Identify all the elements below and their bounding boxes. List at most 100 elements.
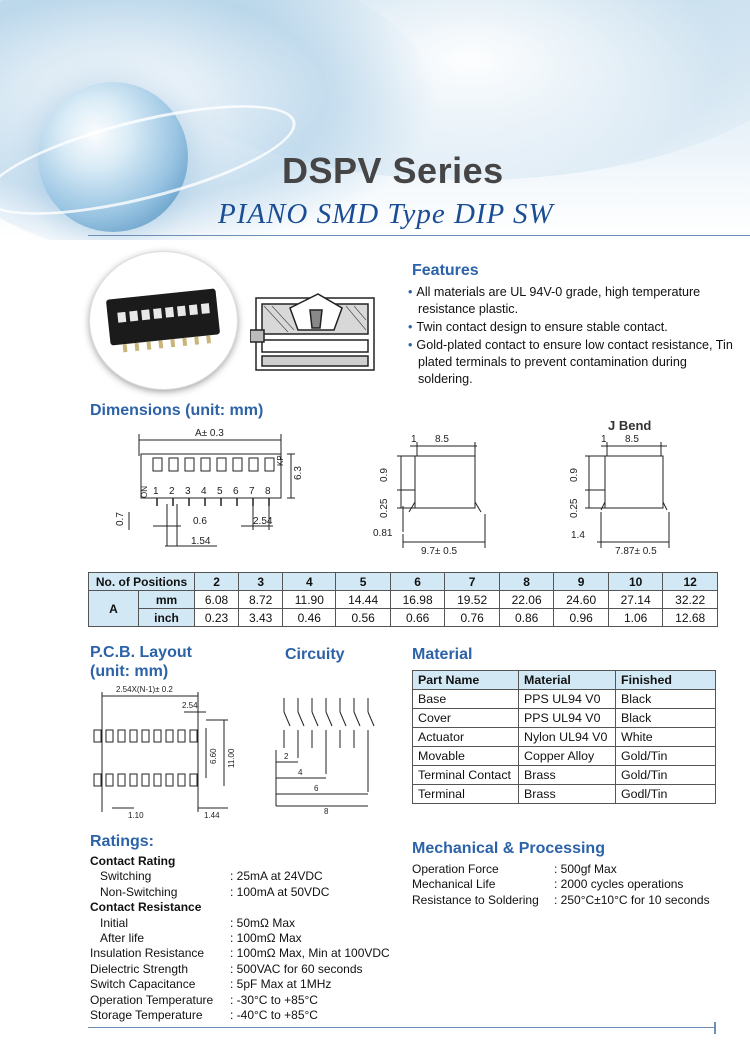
mechanical-list: Operation Force: 500gf Max Mechanical Li… — [412, 862, 732, 908]
rating-value: : 500VAC for 60 seconds — [230, 961, 363, 976]
pin-number: 5 — [217, 486, 223, 497]
jbend-one-label: 1 — [601, 434, 607, 445]
table-cell: 14.44 — [335, 590, 391, 609]
table-cell: 0.66 — [389, 608, 446, 627]
part-material: Brass — [518, 765, 616, 785]
rating-row: Non-Switching: 100mA at 50VDC — [90, 885, 400, 900]
rating-key: After life — [100, 930, 145, 945]
rating-key: Insulation Resistance — [90, 946, 205, 961]
table-row: Actuator Nylon UL94 V0 White — [412, 727, 716, 747]
part-finish: Gold/Tin — [615, 746, 716, 766]
rating-row: Dielectric Strength : 500VAC for 60 secon… — [90, 962, 400, 977]
pcb-heading-line1: P.C.B. Layout — [90, 644, 192, 661]
material-col-header: Part Name — [412, 670, 519, 690]
footer-tick — [714, 1022, 716, 1034]
pcb-b1-label: 1.10 — [128, 811, 144, 820]
header-banner — [0, 0, 750, 240]
feature-item: Gold-plated contact to ensure low contac… — [408, 337, 738, 388]
rating-value: : -40°C to +85°C — [230, 1007, 318, 1022]
rating-key: Contact Resistance — [90, 900, 202, 915]
mechanical-row: Mechanical Life: 2000 cycles operations — [412, 877, 732, 892]
mechanical-key: Operation Force — [412, 862, 499, 876]
part-name: Movable — [412, 746, 519, 766]
circuit-label: 8 — [324, 807, 329, 815]
material-table: Part Name Material Finished Base PPS UL9… — [412, 670, 716, 804]
ratings-list: Contact Rating Switching: 25mA at 24VDC … — [90, 854, 400, 1023]
mechanical-row: Resistance to Soldering: 250°C±10°C for … — [412, 893, 732, 908]
pcb-pitch-label: 2.54 — [182, 701, 198, 710]
part-material: PPS UL94 V0 — [518, 689, 616, 709]
rating-key: Initial — [100, 915, 129, 930]
mechanical-heading: Mechanical & Processing — [412, 840, 605, 857]
table-cell: 0.76 — [444, 608, 500, 627]
part-finish: Gold/Tin — [615, 765, 716, 785]
pin-number: 8 — [265, 486, 271, 497]
rating-row: Contact Resistance — [90, 900, 400, 915]
rating-key: Switch Capacitance — [90, 977, 196, 992]
part-name: Base — [412, 689, 519, 709]
rating-row: Storage Temperature: -40°C to +85°C — [90, 1008, 400, 1023]
rating-key: Dielectric Strength — [90, 961, 189, 976]
table-cell: 0.86 — [498, 608, 555, 627]
table-cell: 11.90 — [282, 590, 337, 609]
part-material: PPS UL94 V0 — [518, 708, 616, 728]
table-row: Movable Copper Alloy Gold/Tin — [412, 746, 716, 766]
table-row: Cover PPS UL94 V0 Black — [412, 708, 716, 728]
pcb-h1-label: 6.60 — [209, 748, 218, 764]
table-cell: 0.96 — [553, 608, 609, 627]
pcb-heading-line2: (unit: mm) — [90, 663, 169, 680]
dimensions-heading: Dimensions (unit: mm) — [90, 402, 264, 419]
dim-width-label: 1.54 — [191, 536, 211, 547]
rating-value: : 100mΩ Max, Min at 100VDC — [230, 946, 390, 961]
part-name: Terminal — [412, 784, 519, 804]
material-col-header: Material — [518, 670, 616, 690]
unit-label: mm — [138, 590, 195, 609]
pin-number: 2 — [169, 486, 175, 497]
table-cell: 3.43 — [238, 608, 284, 627]
table-cell: 32.22 — [662, 590, 718, 609]
ratings-heading: Ratings: — [90, 833, 154, 850]
side-h2-label: 0.25 — [379, 498, 390, 518]
features-heading: Features — [412, 262, 479, 279]
rating-value: : -30°C to +85°C — [230, 992, 318, 1007]
table-row: Base PPS UL94 V0 Black — [412, 689, 716, 709]
pin-number: 7 — [249, 486, 255, 497]
position-count: 10 — [607, 572, 664, 591]
rating-key: Switching — [100, 869, 152, 884]
rating-row: Operation Temperature: -30°C to +85°C — [90, 993, 400, 1008]
dim-pin-label: 2.54 — [253, 516, 273, 527]
position-count: 7 — [444, 572, 500, 591]
jbend-h2-label: 0.25 — [569, 498, 580, 518]
part-finish: Black — [615, 708, 716, 728]
part-name: Terminal Contact — [412, 765, 519, 785]
positions-header: No. of Positions — [88, 572, 195, 591]
jbend-b1-label: 1.4 — [571, 530, 585, 541]
title-divider — [88, 235, 750, 236]
side-top-label: 8.5 — [435, 434, 449, 445]
part-finish: Godl/Tin — [615, 784, 716, 804]
unit-label: inch — [138, 608, 195, 627]
table-cell: 12.68 — [662, 608, 718, 627]
circuit-label: 2 — [284, 752, 289, 761]
position-count: 8 — [498, 572, 555, 591]
side-b1-label: 0.81 — [373, 528, 393, 539]
rating-key: Non-Switching — [100, 884, 178, 899]
table-row: Terminal Contact Brass Gold/Tin — [412, 765, 716, 785]
jbend-h1-label: 0.9 — [569, 468, 580, 482]
switch-actuators — [117, 303, 211, 353]
part-material: Nylon UL94 V0 — [518, 727, 616, 747]
dim-height-label: 6.3 — [293, 466, 304, 480]
table-cell: 22.06 — [498, 590, 555, 609]
mechanical-key: Mechanical Life — [412, 877, 496, 892]
dim-a-label: A± 0.3 — [195, 428, 224, 439]
positions-table: No. of Positions 2 3 4 5 6 7 8 9 10 12 A… — [88, 572, 718, 627]
cross-section-drawing — [250, 293, 375, 371]
rating-value: : 25mA at 24VDC — [230, 869, 323, 884]
feature-item: All materials are UL 94V-0 grade, high t… — [408, 284, 738, 318]
pin-number: 1 — [153, 486, 159, 497]
side-h1-label: 0.9 — [379, 468, 390, 482]
jbend-label: J Bend — [608, 418, 652, 433]
mechanical-key: Resistance to Soldering — [412, 892, 539, 907]
pin-number: 4 — [201, 486, 207, 497]
rating-row: Contact Rating — [90, 854, 400, 869]
